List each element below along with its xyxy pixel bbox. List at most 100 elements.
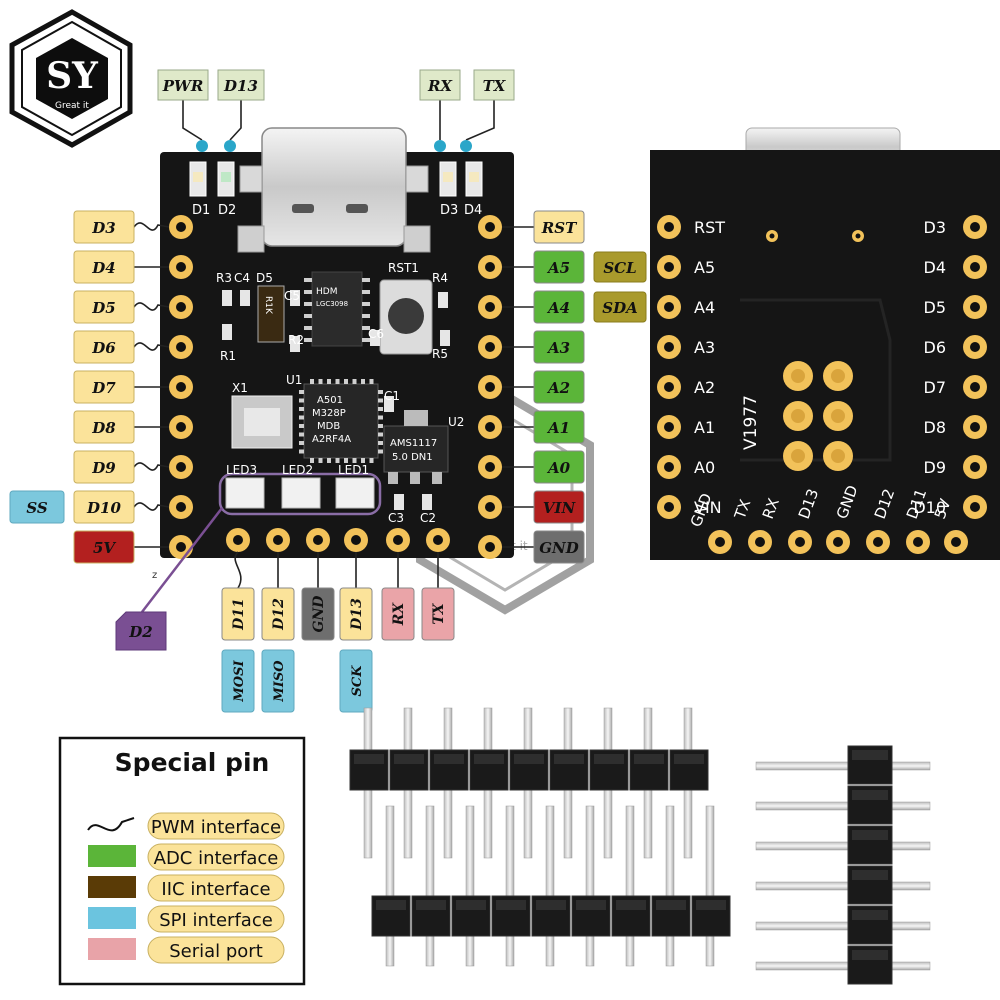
- top-indicator-dot: [460, 140, 472, 152]
- right-label-box: [533, 330, 585, 364]
- left-label-box: [73, 330, 135, 364]
- led2: [281, 477, 321, 509]
- left-label-5v: 5V: [93, 539, 116, 557]
- usb-c-connector: [261, 127, 407, 247]
- back-right-silk-d9: D9: [924, 458, 947, 477]
- back-right-silk-d3: D3: [924, 218, 947, 237]
- silk-led2: LED2: [282, 463, 313, 477]
- right-label-vin: VIN: [543, 499, 577, 517]
- silk-led1: LED1: [338, 463, 369, 477]
- side-header-pin: [755, 961, 931, 971]
- side-header-pin: [755, 841, 931, 851]
- z-mark: z: [152, 570, 157, 581]
- silk-d3: D3: [440, 203, 458, 218]
- resistor-text: R1K: [263, 296, 273, 315]
- legend-label: ADC interface: [154, 848, 279, 869]
- right-leader-lines: [502, 226, 534, 548]
- silk-d5: D5: [256, 271, 273, 285]
- back-right-silk-d10: D10: [913, 498, 946, 517]
- left-label-box: [73, 210, 135, 244]
- top-label-rx: RX: [427, 77, 453, 95]
- top-indicator-dot: [434, 140, 446, 152]
- mcu-text-3: MDB: [317, 421, 340, 432]
- side-header-pin: [755, 881, 931, 891]
- silk-u1: U1: [286, 373, 302, 387]
- silk-c3: C3: [388, 511, 404, 525]
- bottom-label-d12: D12: [271, 598, 287, 631]
- right-label-box: [533, 290, 585, 324]
- silk-r5: R5: [432, 347, 448, 361]
- legend-label: IIC interface: [161, 879, 270, 900]
- top-indicator-dot: [224, 140, 236, 152]
- bottom-leader-lines: [234, 551, 439, 589]
- silk-c2: C2: [420, 511, 436, 525]
- top-label-box-rx: [419, 69, 461, 101]
- pwm-wave-icon: [87, 817, 135, 832]
- header-pin: [665, 805, 675, 967]
- left-label-d4: D4: [91, 259, 115, 277]
- sda-label-box: [593, 291, 647, 323]
- d2-callout-box: [115, 611, 167, 651]
- bottom-label-box: [301, 587, 335, 641]
- back-left-silk-a2: A2: [694, 378, 715, 397]
- scl-label: SCL: [603, 259, 636, 277]
- mcu-text-2: M328P: [312, 408, 346, 419]
- left-label-box: [73, 490, 135, 524]
- left-label-d9: D9: [91, 459, 116, 477]
- left-label-box: [73, 450, 135, 484]
- bottom-label-rx: RX: [391, 602, 407, 627]
- scl-label-box: [593, 251, 647, 283]
- back-bottom-silk-5v: 5V: [931, 496, 955, 521]
- spi-label-box: [221, 649, 255, 713]
- silk-d2: D2: [218, 203, 236, 218]
- silk-c1: C1: [384, 389, 400, 403]
- back-bottom-pads: [708, 530, 968, 554]
- right-label-a2: A2: [546, 379, 570, 397]
- spi-label-mosi: MOSI: [232, 659, 247, 702]
- bottom-label-tx: TX: [431, 602, 447, 624]
- spi-label-box: [339, 649, 373, 713]
- right-label-a4: A4: [546, 299, 570, 317]
- logo-tagline: Great it: [55, 101, 89, 111]
- legend-swatch: [88, 845, 136, 867]
- legend-swatch: [88, 938, 136, 960]
- top-label-d13: D13: [223, 77, 258, 95]
- left-label-box: [73, 530, 135, 564]
- silk-d4: D4: [464, 203, 482, 218]
- mcu-text-1: A501: [317, 395, 343, 406]
- left-label-box: [73, 370, 135, 404]
- silk-u2: U2: [448, 415, 464, 429]
- header-pin: [385, 805, 395, 967]
- right-label-a1: A1: [546, 419, 570, 437]
- right-label-box: [533, 370, 585, 404]
- pin-headers: [349, 707, 931, 985]
- left-label-d5: D5: [91, 299, 115, 317]
- mcu-text-4: A2RF4A: [312, 434, 351, 445]
- silk-r1: R1: [220, 349, 236, 363]
- back-bottom-silk-rx: RX: [759, 496, 783, 522]
- front-right-pads: [478, 215, 502, 559]
- silk-led3: LED3: [226, 463, 257, 477]
- left-label-d7: D7: [91, 379, 116, 397]
- right-label-box: [533, 490, 585, 524]
- back-pcb: [650, 150, 1000, 560]
- header-pin: [465, 805, 475, 967]
- reg-text-1: AMS1117: [390, 438, 437, 449]
- bottom-label-box: [421, 587, 455, 641]
- d2-callout-label: D2: [128, 623, 152, 641]
- bottom-label-box: [381, 587, 415, 641]
- left-label-d8: D8: [91, 419, 116, 437]
- left-label-box: [73, 290, 135, 324]
- legend-pill: [147, 874, 285, 902]
- bottom-label-box: [261, 587, 295, 641]
- ss-label-box: [9, 490, 65, 524]
- right-label-a5: A5: [546, 259, 570, 277]
- usb-chip-text-2: LGC3098: [316, 300, 348, 308]
- left-label-box: [73, 410, 135, 444]
- spi-label-box: [261, 649, 295, 713]
